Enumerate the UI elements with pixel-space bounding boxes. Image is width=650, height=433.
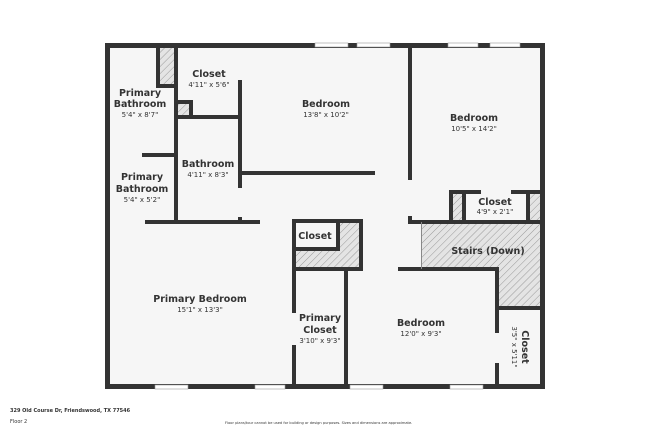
room-dimensions: 12'0" x 9'3" <box>400 330 441 338</box>
closet-hatch <box>340 222 362 252</box>
room-name: Primary Bedroom <box>153 294 247 305</box>
room-name: Bathroom <box>182 159 235 170</box>
room-name: Closet <box>192 69 226 80</box>
room-dimensions: 4'9" x 2'1" <box>477 208 514 216</box>
stairs-hatch <box>497 268 543 308</box>
room-name: Bedroom <box>302 99 350 110</box>
room-dimensions: 10'5" x 14'2" <box>451 125 497 133</box>
room-dimensions: 13'8" x 10'2" <box>303 111 349 119</box>
room-dimensions: 5'4" x 5'2" <box>124 196 161 204</box>
floor-label: Floor 2 <box>10 419 28 425</box>
room-name: Bedroom <box>450 113 498 124</box>
room-name: Closet <box>478 197 512 208</box>
room-name: Closet <box>298 231 332 242</box>
address: 329 Old Course Dr, Friendswood, TX 77546 <box>10 408 131 414</box>
windows <box>154 42 521 390</box>
room-name: Stairs (Down) <box>451 246 524 257</box>
room-dimensions: 15'1" x 13'3" <box>177 306 223 314</box>
room-name: Primary <box>121 172 164 183</box>
room-name: Bathroom <box>116 184 169 195</box>
closet-hatch <box>296 250 360 268</box>
room-dimensions: 4'11" x 5'6" <box>188 81 229 89</box>
disclaimer: Floor plans/tour cannot be used for buil… <box>225 421 413 425</box>
room-dimensions: 3'10" x 9'3" <box>299 337 340 345</box>
stairs-hatch <box>422 224 543 269</box>
room-dimensions: 4'11" x 8'3" <box>187 171 228 179</box>
shaft-hatch <box>178 103 189 115</box>
room-name: Closet <box>519 330 530 364</box>
closet-hatch <box>529 193 543 221</box>
room-name: Primary <box>299 313 342 324</box>
room-name: Bathroom <box>114 99 167 110</box>
room-dimensions: 5'4" x 8'7" <box>122 111 159 119</box>
closet-hatch <box>452 193 462 221</box>
room-name: Bedroom <box>397 318 445 329</box>
room-name: Closet <box>303 325 337 336</box>
shaft-hatch <box>158 45 174 85</box>
room-dimensions: 3'5" x 5'11" <box>510 326 518 367</box>
room-name: Primary <box>119 88 162 99</box>
